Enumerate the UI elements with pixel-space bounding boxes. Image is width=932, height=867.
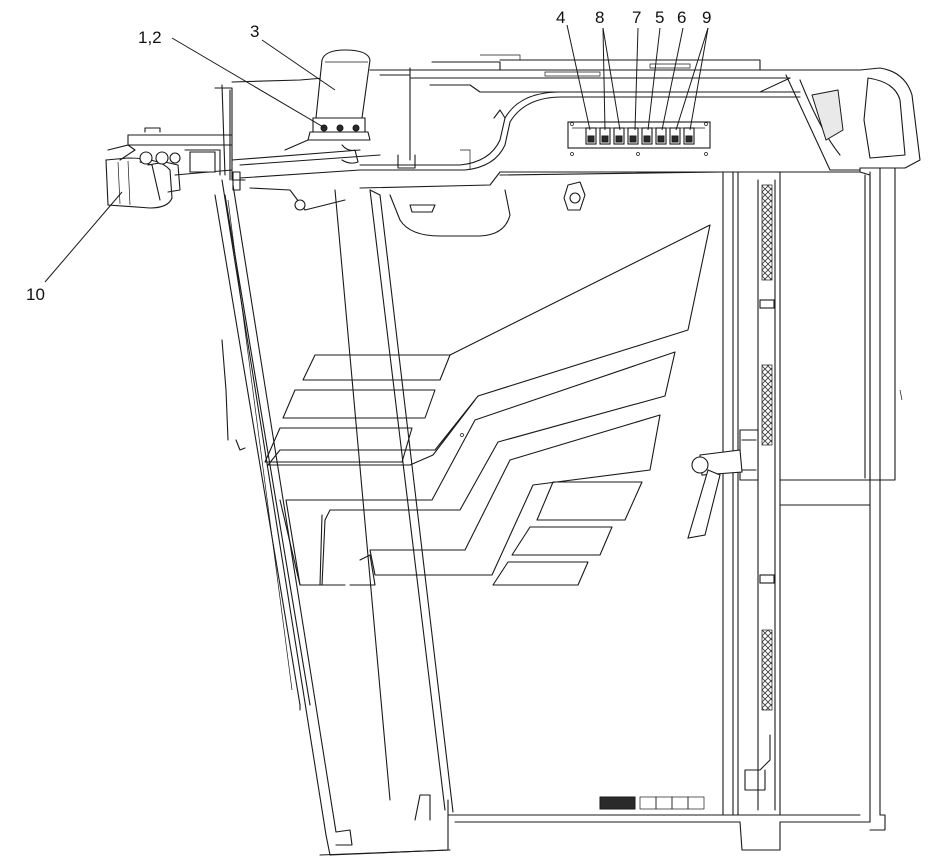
side-decal (264, 224, 711, 586)
callout-8: 8 (595, 8, 604, 27)
callout-3: 3 (250, 22, 259, 41)
callout-10: 10 (26, 285, 45, 304)
dome-lamp (389, 181, 586, 237)
callout-6: 6 (677, 8, 686, 27)
beacon-lamp (284, 49, 371, 164)
callout-4: 4 (556, 8, 565, 27)
roof-wiring (359, 91, 801, 171)
leader-lines (44, 24, 709, 283)
callout-1-2: 1,2 (138, 28, 162, 47)
cab-roof (359, 54, 921, 189)
switch-panel (567, 121, 711, 156)
callout-labels: 1,2 3 4 8 7 5 6 9 10 (26, 8, 711, 304)
cab-body (214, 167, 903, 856)
switch-row (585, 127, 695, 145)
callout-5: 5 (655, 8, 664, 27)
rear-view-mirror (105, 144, 181, 209)
callout-9: 9 (702, 8, 711, 27)
callout-7: 7 (632, 8, 641, 27)
